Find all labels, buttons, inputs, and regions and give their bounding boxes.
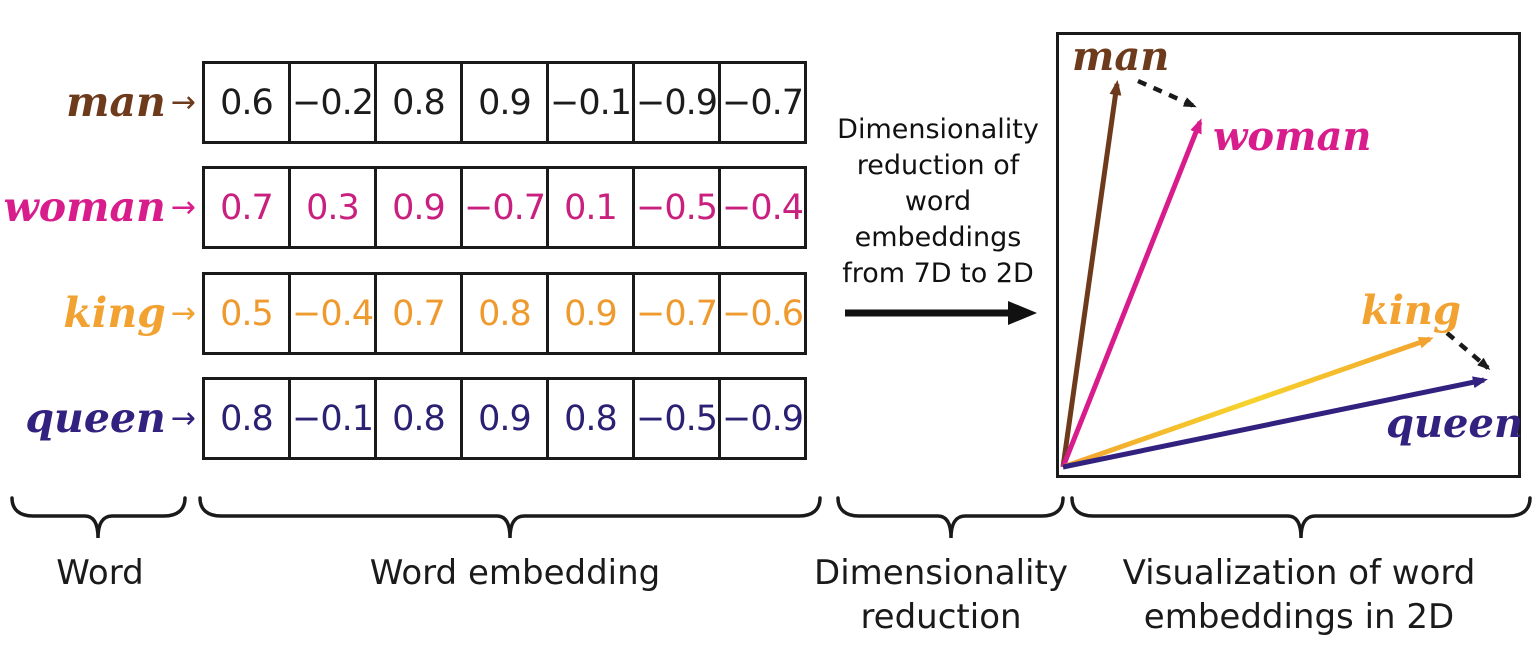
embedding-row-cells: 0.6 −0.2 0.8 0.9 −0.1 −0.9 −0.7 <box>202 61 807 144</box>
vector-king <box>1062 336 1434 470</box>
embedding-cell: −0.7 <box>632 272 721 355</box>
embedding-cell: −0.6 <box>718 272 807 355</box>
word-label-woman: woman → <box>0 187 196 228</box>
plot-label-king: king <box>1361 287 1461 334</box>
note-line: from 7D to 2D <box>842 258 1034 289</box>
embedding-cell: 0.9 <box>546 272 635 355</box>
plot-label-man: man <box>1072 33 1169 80</box>
embedding-cell: −0.4 <box>718 166 807 249</box>
embedding-cell: −0.7 <box>460 166 549 249</box>
embedding-cell: −0.7 <box>718 61 807 144</box>
embedding-cell: 0.3 <box>288 166 377 249</box>
embedding-cell: 0.7 <box>374 272 463 355</box>
embedding-cell: 0.1 <box>546 166 635 249</box>
embedding-cell: 0.8 <box>202 377 291 460</box>
embedding-cell: 0.9 <box>374 166 463 249</box>
note-line: Dimensionality <box>837 114 1039 145</box>
caption-word: Word <box>56 553 144 593</box>
vector-queen <box>1062 376 1488 470</box>
embedding-row-cells: 0.7 0.3 0.9 −0.7 0.1 −0.5 −0.4 <box>202 166 807 249</box>
word-row-woman: woman → 0.7 0.3 0.9 −0.7 0.1 −0.5 −0.4 <box>0 166 807 249</box>
plot-frame <box>1056 32 1521 478</box>
embedding-cell: −0.9 <box>718 377 807 460</box>
embedding-cell: 0.7 <box>202 166 291 249</box>
plot-label-queen: queen <box>1386 400 1521 447</box>
embedding-cell: −0.9 <box>632 61 721 144</box>
embedding-row-cells: 0.8 −0.1 0.8 0.9 0.8 −0.5 −0.9 <box>202 377 807 460</box>
word-text: king <box>63 289 166 337</box>
embedding-cell: 0.6 <box>202 61 291 144</box>
underbrace-visualization <box>1070 496 1532 539</box>
embedding-cell: −0.2 <box>288 61 377 144</box>
word-text: queen <box>25 394 166 442</box>
word-text: woman <box>3 183 166 231</box>
word-row-man: man → 0.6 −0.2 0.8 0.9 −0.1 −0.9 −0.7 <box>0 61 807 144</box>
word-text: man <box>66 78 166 126</box>
analogy-arrow-man-woman <box>1137 78 1197 109</box>
word-row-king: king → 0.5 −0.4 0.7 0.8 0.9 −0.7 −0.6 <box>0 272 807 355</box>
vector-man <box>1060 80 1122 468</box>
embedding-cell: −0.5 <box>632 166 721 249</box>
embedding-cell: 0.8 <box>374 61 463 144</box>
word-label-man: man → <box>0 82 196 123</box>
embedding-cell: 0.8 <box>460 272 549 355</box>
word-label-queen: queen → <box>0 398 196 439</box>
caption-dimensionality-reduction: Dimensionality reduction <box>814 553 1068 637</box>
embedding-cell: −0.5 <box>632 377 721 460</box>
note-line: reduction of <box>856 150 1020 181</box>
note-line: embeddings <box>854 222 1022 253</box>
embedding-cell: 0.5 <box>202 272 291 355</box>
underbrace-word <box>10 496 187 539</box>
analogy-arrow-king-queen <box>1445 331 1491 370</box>
vector-woman <box>1060 118 1203 468</box>
embedding-cell: 0.8 <box>546 377 635 460</box>
plot-label-woman: woman <box>1213 113 1371 160</box>
caption-visualization: Visualization of word embeddings in 2D <box>1122 553 1476 637</box>
caption-word-embedding: Word embedding <box>369 553 661 593</box>
embedding-cell: −0.1 <box>288 377 377 460</box>
word-row-queen: queen → 0.8 −0.1 0.8 0.9 0.8 −0.5 −0.9 <box>0 377 807 460</box>
right-arrow-icon: → <box>170 400 196 436</box>
right-arrow-icon: → <box>170 295 196 331</box>
embedding-row-cells: 0.5 −0.4 0.7 0.8 0.9 −0.7 −0.6 <box>202 272 807 355</box>
embedding-cell: 0.9 <box>460 61 549 144</box>
embeddings-2d-plot: man woman king queen <box>1056 32 1521 478</box>
right-arrow-icon: → <box>170 84 196 120</box>
right-arrow-icon: → <box>170 189 196 225</box>
embedding-cell: 0.8 <box>374 377 463 460</box>
embedding-cell: −0.1 <box>546 61 635 144</box>
dimensionality-note: Dimensionality reduction of word embeddi… <box>826 112 1050 292</box>
embedding-cell: 0.9 <box>460 377 549 460</box>
underbrace-reduction <box>836 496 1065 539</box>
underbraces <box>10 496 1532 539</box>
word-label-king: king → <box>0 293 196 334</box>
underbrace-embedding <box>198 496 822 539</box>
reduction-arrow-icon <box>845 301 1037 325</box>
note-line: word <box>904 186 972 217</box>
embedding-cell: −0.4 <box>288 272 377 355</box>
